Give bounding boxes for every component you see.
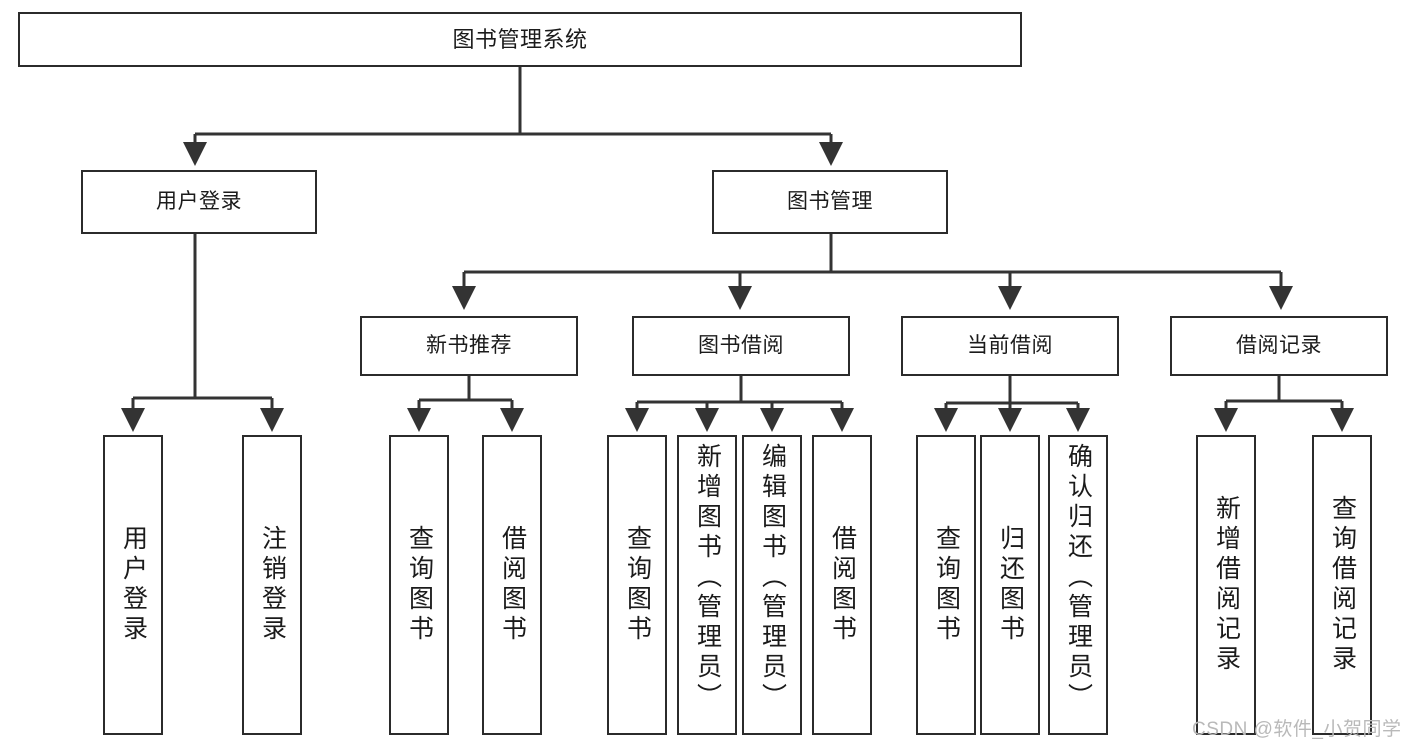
leaf-add-borrow-record[interactable]: 新增借阅记录 — [1196, 435, 1256, 735]
node-label: 新书推荐 — [426, 333, 512, 357]
leaf-query-borrow-record[interactable]: 查询借阅记录 — [1312, 435, 1372, 735]
node-label: 用户登录 — [119, 525, 148, 645]
leaf-borrow-book-recommend[interactable]: 借阅图书 — [482, 435, 542, 735]
csdn-watermark: CSDN @软件_小贺同学 — [1192, 719, 1402, 740]
leaf-query-book-current[interactable]: 查询图书 — [916, 435, 976, 735]
leaf-query-book-recommend[interactable]: 查询图书 — [389, 435, 449, 735]
node-borrow-record[interactable]: 借阅记录 — [1170, 316, 1388, 376]
leaf-query-book-borrow[interactable]: 查询图书 — [607, 435, 667, 735]
node-label: 用户登录 — [156, 189, 242, 213]
node-label: 查询图书 — [932, 525, 961, 645]
node-book-borrow[interactable]: 图书借阅 — [632, 316, 850, 376]
node-label: 编辑图书（管理员） — [758, 443, 787, 713]
node-new-book-recommend[interactable]: 新书推荐 — [360, 316, 578, 376]
node-current-borrow[interactable]: 当前借阅 — [901, 316, 1119, 376]
node-label: 归还图书 — [996, 525, 1025, 645]
leaf-return-book[interactable]: 归还图书 — [980, 435, 1040, 735]
node-label: 查询借阅记录 — [1328, 495, 1357, 675]
node-label: 借阅记录 — [1236, 333, 1322, 357]
node-root-system[interactable]: 图书管理系统 — [18, 12, 1022, 67]
leaf-edit-book-admin[interactable]: 编辑图书（管理员） — [742, 435, 802, 735]
node-label: 图书管理系统 — [452, 26, 588, 52]
node-label: 图书管理 — [787, 189, 873, 213]
node-book-management[interactable]: 图书管理 — [712, 170, 948, 234]
node-label: 借阅图书 — [498, 525, 527, 645]
leaf-confirm-return-admin[interactable]: 确认归还（管理员） — [1048, 435, 1108, 735]
node-label: 图书借阅 — [698, 333, 784, 357]
node-label: 新增借阅记录 — [1212, 495, 1241, 675]
leaf-add-book-admin[interactable]: 新增图书（管理员） — [677, 435, 737, 735]
node-label: 查询图书 — [405, 525, 434, 645]
node-label: 注销登录 — [258, 525, 287, 645]
node-label: 确认归还（管理员） — [1064, 443, 1093, 713]
leaf-user-login[interactable]: 用户登录 — [103, 435, 163, 735]
leaf-borrow-book[interactable]: 借阅图书 — [812, 435, 872, 735]
node-user-login[interactable]: 用户登录 — [81, 170, 317, 234]
node-label: 新增图书（管理员） — [693, 443, 722, 713]
node-label: 当前借阅 — [967, 333, 1053, 357]
node-label: 查询图书 — [623, 525, 652, 645]
node-label: 借阅图书 — [828, 525, 857, 645]
leaf-logout[interactable]: 注销登录 — [242, 435, 302, 735]
